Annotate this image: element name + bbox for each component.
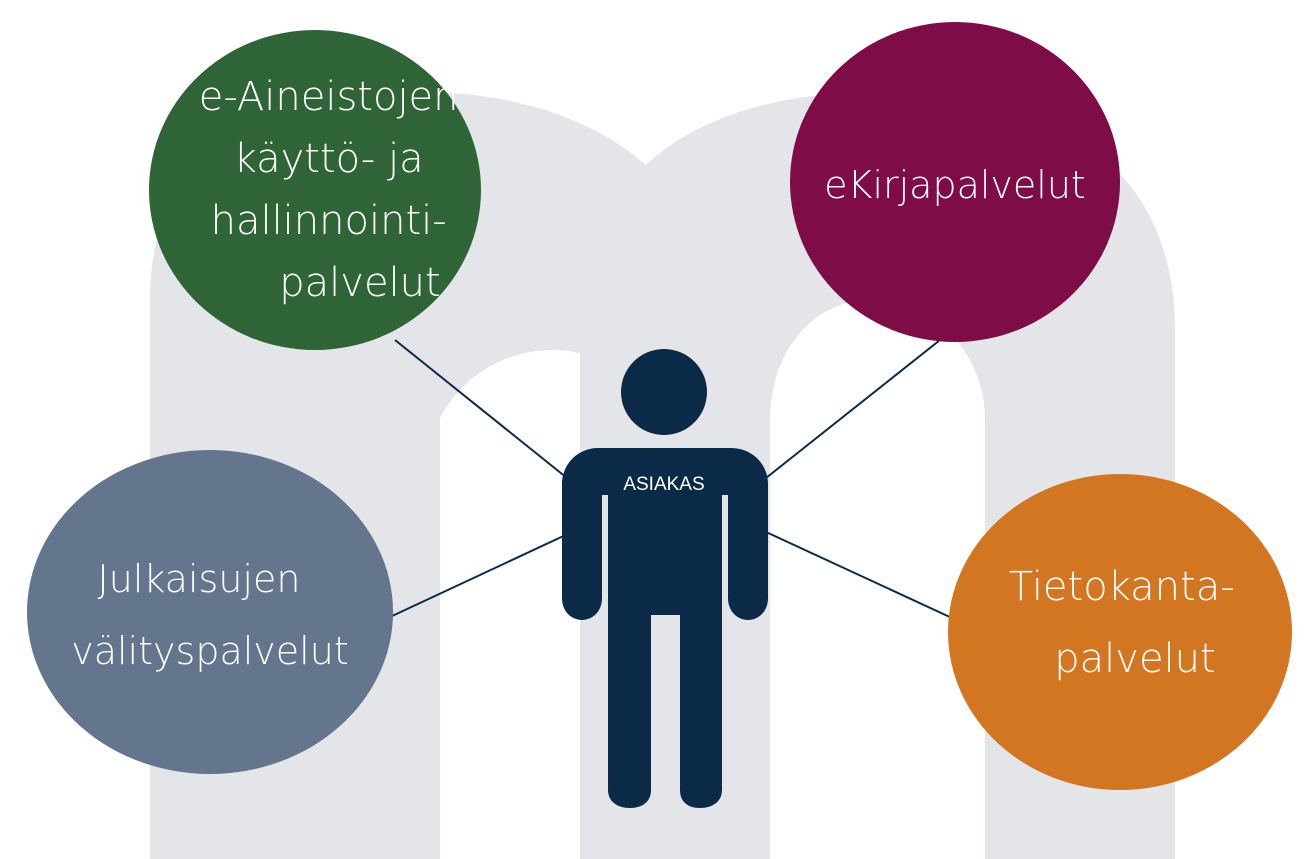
bubble-eaineistot-line-4: palvelut bbox=[279, 260, 440, 306]
person-head bbox=[621, 349, 707, 435]
connector-eaineistot bbox=[394, 339, 573, 483]
bubble-eaineistot-line-1: e-Aineistojen bbox=[199, 74, 459, 120]
bubble-ekirja-circle bbox=[790, 22, 1120, 342]
connector-lines bbox=[374, 339, 953, 625]
bubble-julkaisut-line-2: välityspalvelut bbox=[71, 629, 348, 673]
bubble-julkaisut: Julkaisujen välityspalvelut bbox=[27, 450, 393, 774]
bubble-eaineistot-line-2: käyttö- ja bbox=[234, 136, 424, 182]
bubble-ekirja-line-1: eKirjapalvelut bbox=[824, 163, 1086, 207]
bubble-tietokanta-circle bbox=[948, 474, 1292, 790]
bubble-tietokanta: Tietokanta- palvelut bbox=[948, 474, 1292, 790]
person-label: ASIAKAS bbox=[623, 474, 704, 495]
bubble-julkaisut-line-1: Julkaisujen bbox=[97, 557, 300, 601]
bubble-tietokanta-line-1: Tietokanta- bbox=[1009, 564, 1235, 610]
customer-person-icon: ASIAKAS bbox=[562, 349, 768, 808]
bubble-eaineistot-label: e-Aineistojen käyttö- ja hallinnointi- p… bbox=[199, 74, 472, 306]
connector-ekirja bbox=[765, 339, 941, 479]
bubble-ekirja-label: eKirjapalvelut bbox=[824, 163, 1086, 207]
bubble-eaineistot-line-3: hallinnointi- bbox=[211, 198, 447, 244]
bubble-julkaisut-circle bbox=[27, 450, 393, 774]
person-body bbox=[562, 448, 768, 808]
bubble-eaineistot: e-Aineistojen käyttö- ja hallinnointi- p… bbox=[149, 30, 481, 350]
bubble-tietokanta-line-2: palvelut bbox=[1054, 636, 1215, 682]
bubble-eaineistot-circle bbox=[149, 30, 481, 350]
connector-tietokanta bbox=[765, 531, 953, 619]
bubble-ekirja: eKirjapalvelut bbox=[790, 22, 1120, 342]
connector-julkaisut bbox=[374, 531, 573, 625]
bubble-julkaisut-label: Julkaisujen välityspalvelut bbox=[71, 557, 348, 673]
bubble-tietokanta-label: Tietokanta- palvelut bbox=[1009, 564, 1248, 682]
